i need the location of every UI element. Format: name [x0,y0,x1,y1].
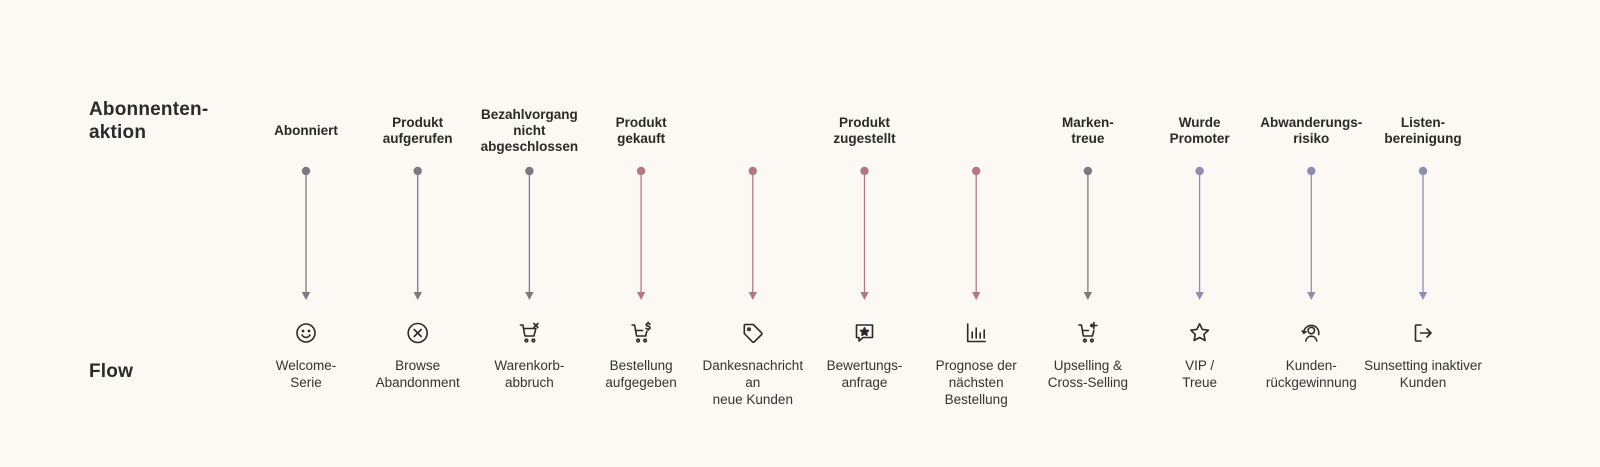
cart-plus-icon [1078,321,1098,343]
timeline-dot [972,166,981,176]
star-message-icon [855,324,874,342]
flow-label: Bewertungs- anfrage [826,358,903,390]
arrow-head [1418,292,1428,300]
cart-x-icon [519,322,539,343]
flow-label: Browse Abandonment [375,358,460,390]
timeline-dot [860,166,869,176]
bar-chart-icon [966,323,987,343]
stage-label: Abonniert [274,123,338,138]
flow-label: VIP / Treue [1182,358,1217,390]
timeline-dot [1307,166,1316,176]
flow-label: Bestellung aufgegeben [605,358,677,390]
flow-label: Prognose der nächsten Bestellung [935,358,1017,407]
flow-label: Warenkorb- abbruch [494,358,565,390]
arrow-head [301,292,311,300]
arrow-head [636,292,646,300]
stage-label: Produkt gekauft [615,115,667,146]
flow-label: Kunden- rückgewinnung [1265,358,1357,390]
circle-x-icon [407,322,429,344]
tag-icon [743,323,763,344]
arrow-head [748,292,757,300]
stage-label: Listen- bereinigung [1384,115,1462,146]
flow-label: Upselling & Cross-Selling [1047,358,1129,390]
logout-icon [1414,324,1432,342]
timeline-dot [301,166,311,176]
timeline-dot [636,166,646,176]
timeline-dot [1195,166,1204,176]
flow-label: Sunsetting inaktiver Kunden [1364,358,1482,390]
cart-dollar-icon [631,321,651,343]
star-icon [1189,323,1210,342]
arrow-head [525,292,534,300]
smile-icon [296,323,316,343]
user-return-icon [1301,324,1320,342]
flow-label: Welcome- Serie [275,358,337,390]
timeline-dot [525,166,534,176]
flow-label: Dankesnachricht an neue Kunden [702,358,804,407]
arrow-head [1083,292,1093,300]
stage-label: Wurde Promoter [1169,115,1230,146]
timeline-dot [1083,166,1093,176]
arrow-head [860,292,869,300]
stage-label: Produkt zugestellt [833,115,896,146]
arrow-head [1307,292,1316,300]
timeline-dot [413,166,422,176]
stage-label: Bezahlvorgang nicht abgeschlossen [480,107,579,154]
arrow-head [972,292,981,300]
timeline-dot [748,166,757,176]
arrow-head [1195,292,1204,300]
stage-label: Marken- treue [1062,115,1114,146]
row-label-subscriber-action: Abonnenten- aktion [89,99,209,143]
row-label-flow: Flow [89,361,134,382]
timeline-dot [1418,166,1428,176]
arrow-head [413,292,422,300]
stage-label: Abwanderungs- risiko [1260,115,1363,146]
stage-label: Produkt aufgerufen [382,115,453,146]
